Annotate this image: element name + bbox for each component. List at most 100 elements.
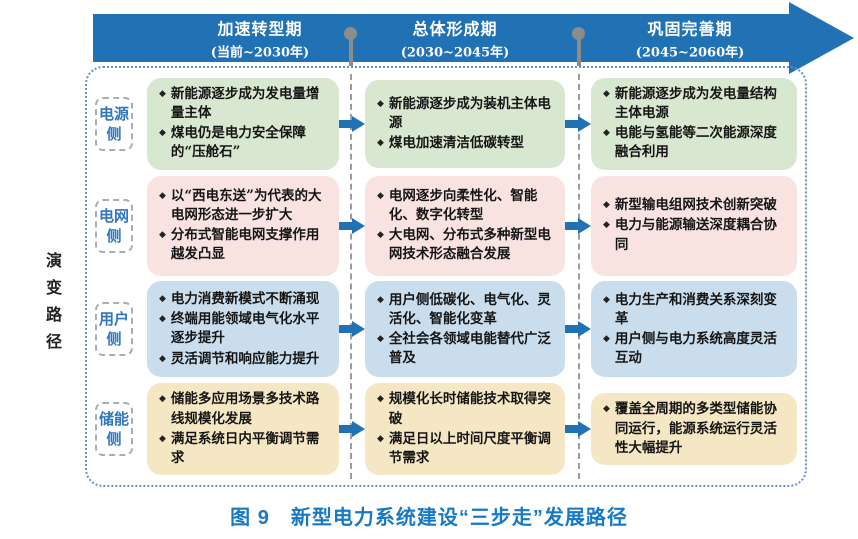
bullet-item: ◆新型输电组网技术创新突破 (603, 196, 787, 215)
cell-user-phase1: ◆ 电力消费新模式不断涌现 ◆ 终端用能领域电气化水平逐步提升 ◆ 灵活调节和响应能力… (147, 281, 339, 378)
cell-power-phase3: ◆新能源逐步成为发电量结构主体电源 ◆ 电能与氢能等二次能源深度融合利用 (591, 78, 797, 170)
diamond-bullet-icon: ◆ (377, 394, 384, 405)
diamond-bullet-icon: ◆ (159, 294, 166, 305)
bullet-item: ◆ 用户侧与电力系统高度灵活互动 (603, 330, 787, 368)
bullet-text: 大电网、分布式多种新型电网技术形态融合发展 (388, 227, 551, 263)
diamond-bullet-icon: ◆ (159, 89, 166, 99)
phase-2-title: 总体形成期 (412, 19, 498, 39)
bullet-item: ◆满足日以上时间尺度平衡调节需求 (377, 430, 555, 468)
bullet-text: 分布式智能电网支撑作用越发凸显 (170, 227, 320, 263)
diamond-bullet-icon: ◆ (159, 230, 166, 241)
diamond-bullet-icon: ◆ (377, 137, 384, 148)
row-label-storage: 储能侧 (95, 402, 133, 457)
bullet-text: 新能源逐步成为发电量增量主体 (170, 86, 320, 122)
diamond-bullet-icon: ◆ (377, 333, 384, 344)
diamond-bullet-icon: ◆ (603, 333, 610, 344)
row-label-user: 用户侧 (95, 302, 133, 357)
bullet-text: 煤电加速清洁低碳转型 (388, 134, 524, 151)
cell-storage-phase1: ◆ 储能多应用场景多技术路线规模化发展 ◆ 满足系统日内平衡调节需求 (147, 383, 339, 475)
diamond-bullet-icon: ◆ (603, 200, 610, 211)
phase-3-subtitle: (2045~2060年) (635, 45, 745, 61)
phase-separator-line (350, 74, 352, 479)
bullet-item: ◆电网逐步向柔性化、智能化、数字化转型 (377, 187, 555, 225)
flow-arrow-icon (339, 217, 365, 234)
phase-1-subtitle: (当前~2030年) (210, 45, 310, 61)
flow-arrow-wrap (339, 115, 365, 132)
bullet-text: 满足系统日内平衡调节需求 (170, 430, 320, 466)
bullet-text: 电力生产和消费关系深刻变革 (614, 291, 777, 327)
bullet-text: 电能与氢能等二次能源深度融合利用 (614, 125, 777, 161)
phase-2-subtitle: (2030~2045年) (400, 45, 510, 61)
diamond-bullet-icon: ◆ (159, 433, 166, 444)
cell-grid-phase1: ◆以“西电东送”为代表的大电网形态进一步扩大 ◆ 分布式智能电网支撑作用越发凸显 (147, 175, 339, 276)
diamond-bullet-icon: ◆ (603, 294, 610, 305)
bullet-item: ◆ 分布式智能电网支撑作用越发凸显 (159, 226, 329, 264)
bullet-text: 规模化长时储能技术取得突破 (388, 391, 551, 427)
milestone-pin-icon (572, 27, 585, 66)
bullet-text: 电力消费新模式不断涌现 (170, 291, 320, 308)
flow-arrow-icon (565, 321, 591, 338)
cell-storage-phase3: ◆覆盖全周期的多类型储能协同运行，能源系统运行灵活性大幅提升 (591, 393, 797, 465)
cell-grid-phase3: ◆新型输电组网技术创新突破 ◆ 电力与能源输送深度耦合协同 (591, 175, 797, 276)
pin-head-icon (572, 27, 585, 40)
diamond-bullet-icon: ◆ (159, 353, 166, 364)
bullet-item: ◆ 终端用能领域电气化水平逐步提升 (159, 310, 329, 348)
row-label-power-supply: 电源侧 (95, 96, 133, 151)
bullet-text: 电力与能源输送深度耦合协同 (614, 217, 777, 253)
flow-arrow-wrap (339, 421, 365, 438)
flow-arrow-wrap (565, 321, 591, 338)
bullet-item: ◆大电网、分布式多种新型电网技术形态融合发展 (377, 226, 555, 264)
bullet-text: 用户侧低碳化、电气化、灵活化、智能化变革 (388, 291, 551, 327)
bullet-item: ◆用户侧低碳化、电气化、灵活化、智能化变革 (377, 291, 555, 329)
bullet-item: ◆ 全社会各领域电能替代广泛普及 (377, 330, 555, 368)
pin-head-icon (344, 27, 357, 40)
diamond-bullet-icon: ◆ (377, 190, 384, 201)
flow-arrow-icon (339, 115, 365, 132)
bullet-item: ◆ 满足系统日内平衡调节需求 (159, 430, 329, 468)
diamond-bullet-icon: ◆ (603, 128, 610, 139)
bullet-item: ◆新能源逐步成为发电量结构主体电源 (603, 85, 787, 123)
cell-user-phase3: ◆ 电力生产和消费关系深刻变革 ◆ 用户侧与电力系统高度灵活互动 (591, 281, 797, 378)
cell-user-phase2: ◆用户侧低碳化、电气化、灵活化、智能化变革 ◆ 全社会各领域电能替代广泛普及 (365, 281, 565, 378)
diamond-bullet-icon: ◆ (159, 314, 166, 325)
diamond-bullet-icon: ◆ (159, 190, 166, 201)
phase-1: 加速转型期 (当前~2030年) (211, 16, 309, 61)
flow-arrow-wrap (339, 217, 365, 234)
flow-arrow-icon (339, 421, 365, 438)
bullet-item: ◆ 电力与能源输送深度耦合协同 (603, 216, 787, 254)
bullet-text: 灵活调节和响应能力提升 (170, 350, 320, 367)
row-power-supply-side: 电源侧 ◆新能源逐步成为发电量增量主体 ◆煤电仍是电力安全保障的“压舱石” ◆新… (95, 78, 797, 170)
diamond-bullet-icon: ◆ (377, 98, 384, 109)
diamond-bullet-icon: ◆ (603, 89, 610, 99)
cell-storage-phase2: ◆ 规模化长时储能技术取得突破 ◆满足日以上时间尺度平衡调节需求 (365, 383, 565, 475)
bullet-text: 储能多应用场景多技术路线规模化发展 (170, 391, 320, 427)
pin-stem (576, 38, 581, 66)
bullet-item: ◆ 煤电加速清洁低碳转型 (377, 134, 555, 153)
bullet-text: 全社会各领域电能替代广泛普及 (388, 330, 551, 367)
phase-1-title: 加速转型期 (217, 19, 303, 39)
phase-separator-line (578, 74, 580, 479)
flow-arrow-wrap (565, 421, 591, 438)
pin-stem (348, 38, 353, 66)
cell-power-phase2: ◆新能源逐步成为装机主体电源 ◆ 煤电加速清洁低碳转型 (365, 79, 565, 168)
evolution-path-frame: 电源侧 ◆新能源逐步成为发电量增量主体 ◆煤电仍是电力安全保障的“压舱石” ◆新… (85, 66, 807, 487)
diamond-bullet-icon: ◆ (377, 433, 384, 444)
bullet-item: ◆新能源逐步成为装机主体电源 (377, 95, 555, 133)
flow-arrow-icon (565, 217, 591, 234)
bullet-text: 用户侧与电力系统高度灵活互动 (614, 330, 777, 367)
bullet-item: ◆煤电仍是电力安全保障的“压舱石” (159, 124, 329, 162)
evolution-path-label: 演变路径 (45, 251, 62, 351)
bullet-text: 终端用能领域电气化水平逐步提升 (170, 311, 320, 347)
bullet-text: 煤电仍是电力安全保障的“压舱石” (170, 125, 306, 161)
bullet-item: ◆ 规模化长时储能技术取得突破 (377, 390, 555, 428)
diamond-bullet-icon: ◆ (603, 220, 610, 231)
bullet-item: ◆ 电能与氢能等二次能源深度融合利用 (603, 124, 787, 162)
bullet-item: ◆ 电力消费新模式不断涌现 (159, 290, 329, 309)
row-user-side: 用户侧 ◆ 电力消费新模式不断涌现 ◆ 终端用能领域电气化水平逐步提升 ◆ 灵活调节和… (95, 281, 797, 378)
row-grid-side: 电网侧 ◆以“西电东送”为代表的大电网形态进一步扩大 ◆分布式智能电网支撑作用越… (95, 175, 797, 276)
cell-power-phase1: ◆ 新能源逐步成为发电量增量主体 ◆煤电仍是电力安全保障的“压舱石” (147, 78, 339, 170)
flow-arrow-wrap (565, 217, 591, 234)
bullet-item: ◆以“西电东送”为代表的大电网形态进一步扩大 (159, 187, 329, 225)
bullet-item: ◆覆盖全周期的多类型储能协同运行，能源系统运行灵活性大幅提升 (603, 400, 787, 457)
bullet-text: 覆盖全周期的多类型储能协同运行，能源系统运行灵活性大幅提升 (614, 401, 777, 456)
